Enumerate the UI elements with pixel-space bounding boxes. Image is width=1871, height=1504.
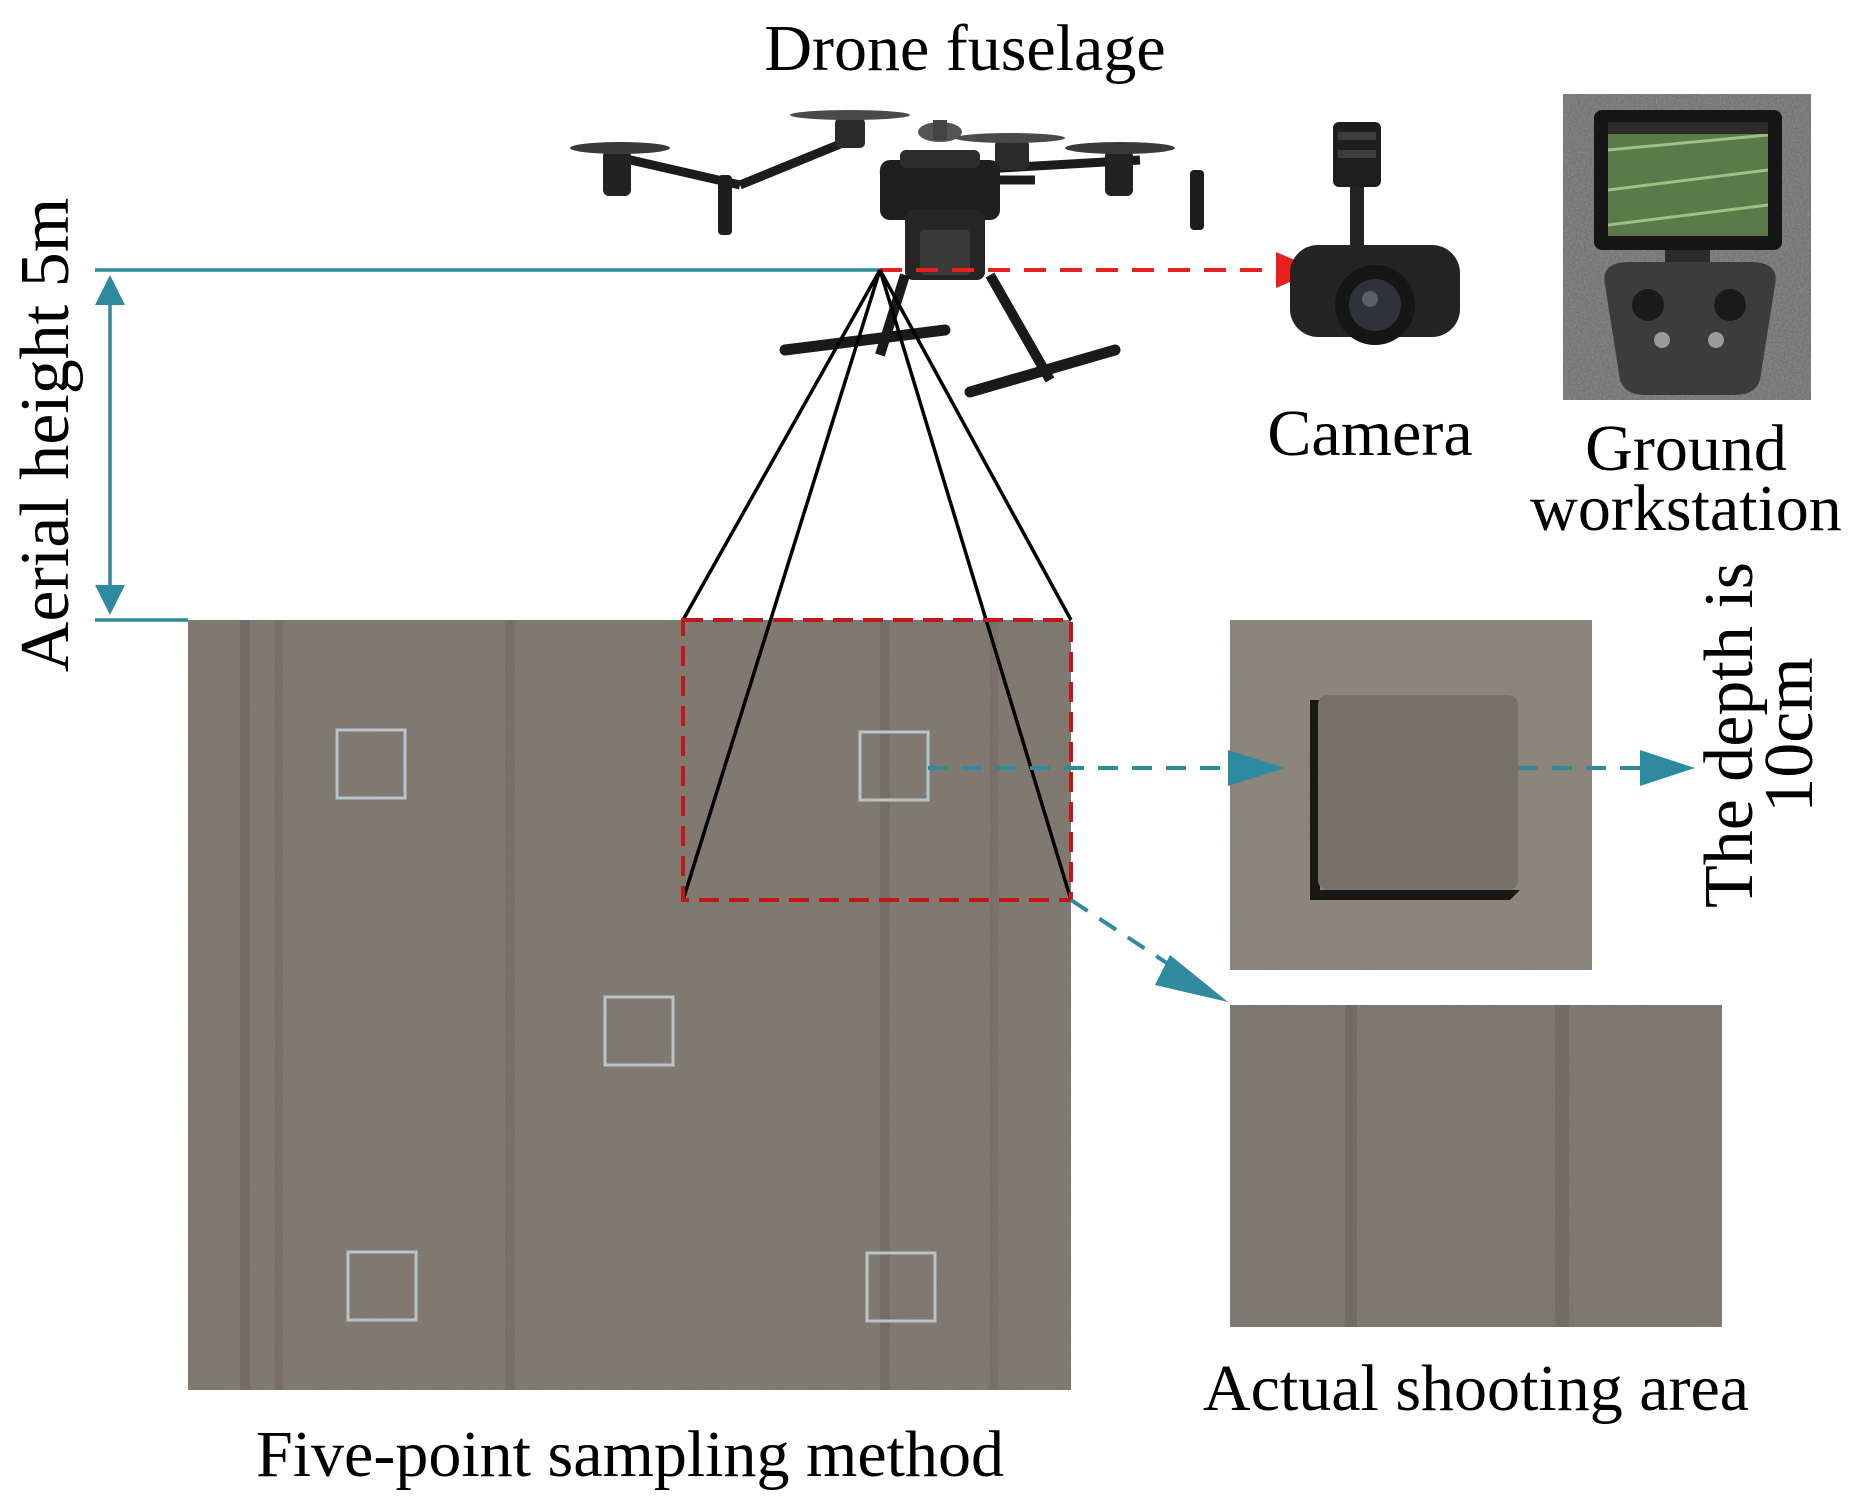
aerial-height-dimension (95, 270, 880, 620)
remote-controller-icon (1563, 94, 1811, 400)
depth-label-line2: 10cm (1751, 657, 1828, 813)
soil-sample-image (1230, 620, 1592, 970)
field-image (188, 620, 1071, 1390)
drone-icon (570, 110, 1204, 392)
five-point-sampling-label: Five-point sampling method (256, 1418, 1004, 1491)
ground-workstation-label-line2: workstation (1530, 472, 1842, 545)
actual-shooting-area-label: Actual shooting area (1203, 1352, 1749, 1425)
camera-label: Camera (1267, 397, 1472, 470)
actual-shooting-area-image (1230, 1005, 1722, 1327)
gimbal-camera-icon (1290, 122, 1460, 345)
box-to-actual-area-arrow (1071, 900, 1228, 1002)
aerial-height-label: Aerial height 5m (7, 198, 84, 672)
drone-fuselage-label: Drone fuselage (764, 12, 1165, 85)
